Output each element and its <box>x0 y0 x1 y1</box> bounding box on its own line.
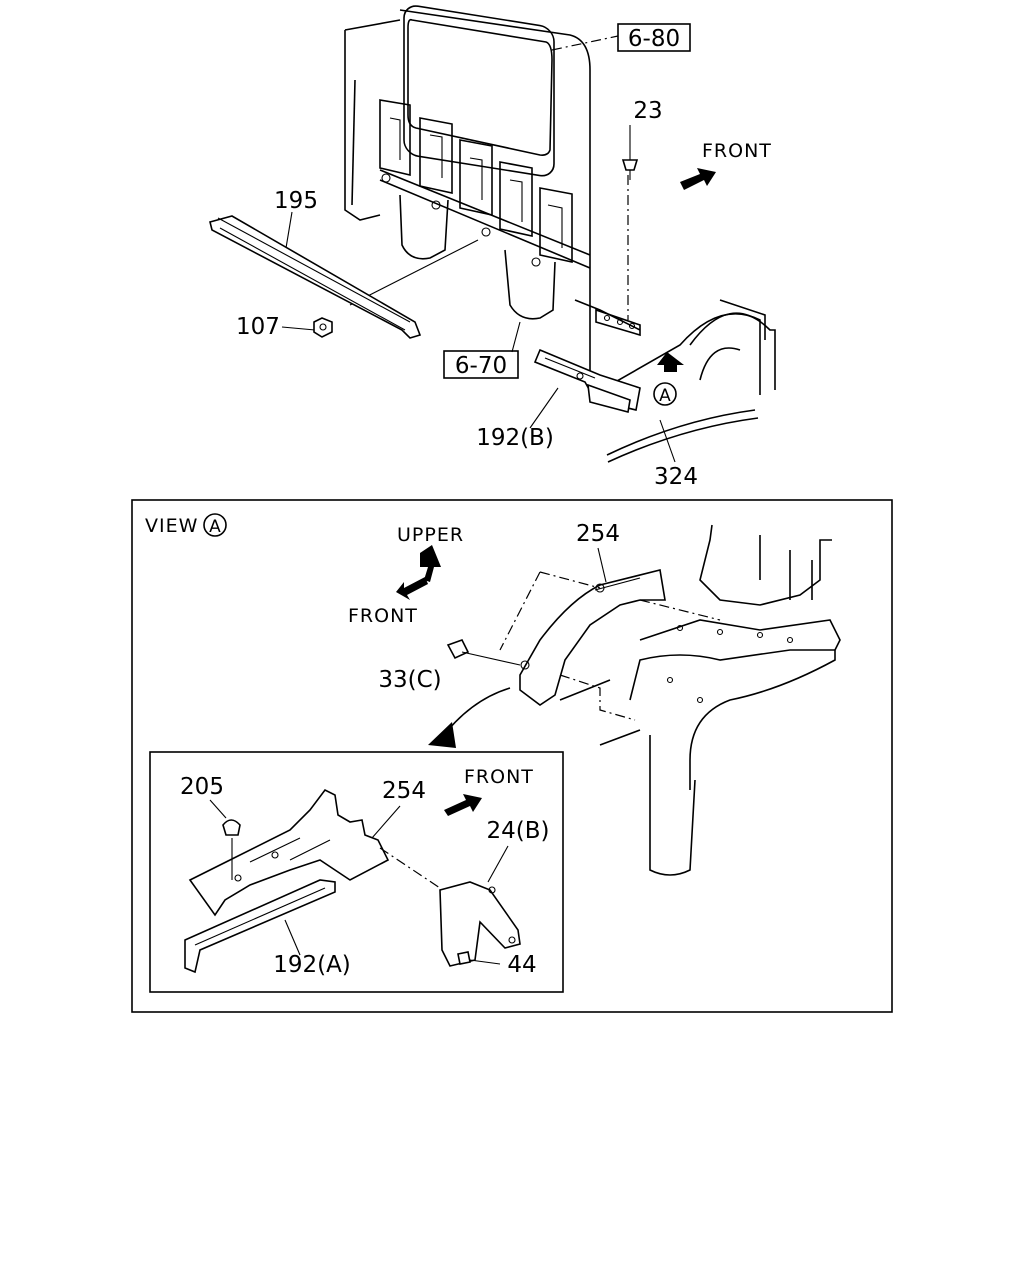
part-324-strip <box>606 409 759 463</box>
view-dash-3 <box>559 674 636 721</box>
part-23-label: 23 <box>633 98 662 124</box>
part-107-label: 107 <box>236 314 280 340</box>
part-107-nut <box>313 317 333 338</box>
inset-panel <box>149 751 564 993</box>
part-23-clip <box>621 159 639 180</box>
part-24b-cover <box>439 881 521 967</box>
ref-6-70-label: 6-70 <box>455 353 507 379</box>
part-192b-bracket <box>533 348 641 413</box>
leader-24b <box>487 845 509 883</box>
front-label-top: FRONT <box>702 140 772 162</box>
part-192a-label: 192(A) <box>273 952 351 978</box>
leader-254-inset <box>371 805 401 839</box>
ref-6-80-label: 6-80 <box>628 26 680 52</box>
circle-a-label: A <box>659 386 671 406</box>
part-195-strip <box>209 215 422 339</box>
part-324-label: 324 <box>654 464 698 490</box>
view-a-arrow <box>650 352 684 372</box>
view-a-body <box>559 524 841 876</box>
part-24b-label: 24(B) <box>487 818 550 844</box>
part-254-bracket-view <box>519 569 666 706</box>
view-dash-1 <box>539 571 601 589</box>
leader-195 <box>285 211 293 249</box>
view-dash-2 <box>499 571 541 651</box>
ref-6-70-box <box>443 350 519 379</box>
part-205-clip <box>222 819 241 880</box>
part-205-label: 205 <box>180 774 224 800</box>
part-195-label: 195 <box>274 188 318 214</box>
part-44-label: 44 <box>507 952 536 978</box>
part-254-view-label: 254 <box>576 521 620 547</box>
cab-rear-panel <box>344 5 776 395</box>
leader-192b <box>529 387 559 429</box>
inset-dash <box>379 847 441 889</box>
part-254-bracket-inset <box>188 788 390 917</box>
part-192b-label: 192(B) <box>476 425 554 451</box>
upper-front-arrows <box>396 545 441 600</box>
view-a-title: VIEW <box>145 515 198 537</box>
front-label-view: FRONT <box>348 605 418 627</box>
leader-192a <box>284 919 301 956</box>
part-254-inset-label: 254 <box>382 778 426 804</box>
front-label-inset: FRONT <box>464 766 534 788</box>
inset-pointer-arrow <box>428 687 511 748</box>
view-dash-4 <box>639 599 721 621</box>
leader-324 <box>659 419 676 463</box>
front-arrow-inset <box>444 794 482 816</box>
view-a-panel <box>131 499 893 1013</box>
leader-195-rail <box>349 239 479 306</box>
part-192a-rail-inset <box>184 879 336 974</box>
circle-a-marker <box>653 382 677 406</box>
view-a-circle <box>203 513 227 537</box>
part-33c-label: 33(C) <box>378 667 441 693</box>
leader-6-70 <box>511 321 521 353</box>
leader-205 <box>209 799 227 819</box>
leader-254-view <box>597 547 607 583</box>
ref-6-80-box <box>617 23 691 52</box>
upper-label: UPPER <box>397 524 464 546</box>
view-a-circle-label: A <box>209 517 221 537</box>
part-44-screw <box>457 951 501 965</box>
part-33c-bolt <box>446 639 521 666</box>
front-arrow-top <box>680 168 716 190</box>
leader-107 <box>281 326 316 331</box>
